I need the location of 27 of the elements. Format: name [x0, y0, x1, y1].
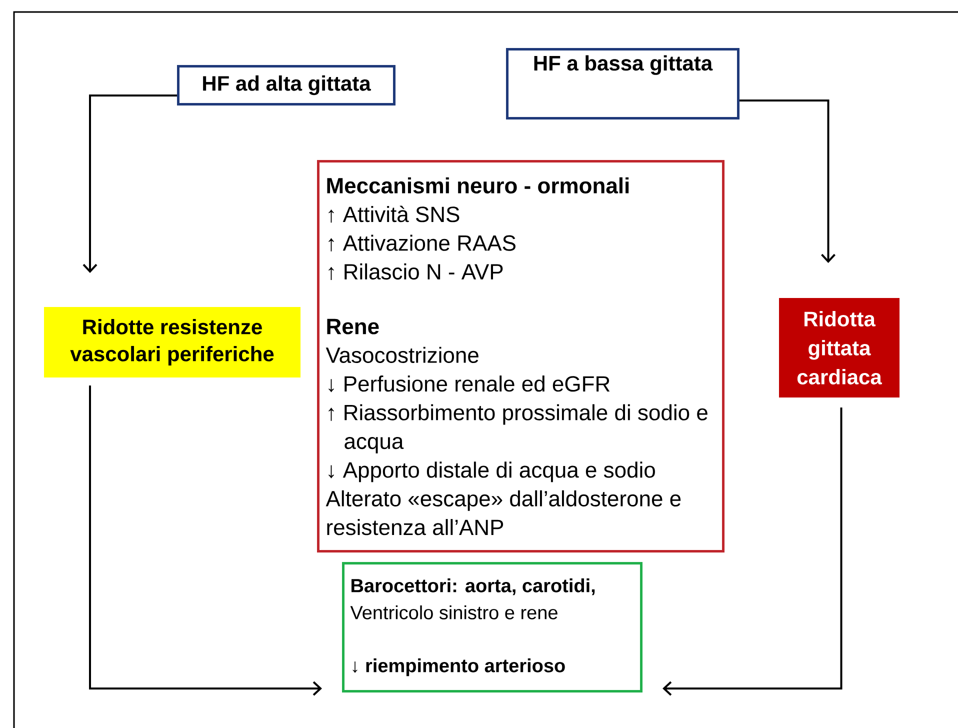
- arrow: [82, 94, 177, 273]
- arrow: [89, 386, 322, 696]
- highlight-box: [779, 298, 900, 398]
- heading: ↓ riempimento arterioso: [352, 658, 565, 676]
- text-line: ↑ Riassorbimento prossimale di sodio e acqua: [328, 404, 708, 454]
- text-line: ↑ Attività SNS: [328, 206, 460, 223]
- heading: Ridotte resistenze vascolari periferiche: [70, 318, 274, 366]
- heading: Barocettori: aorta, carotidi,: [352, 578, 595, 596]
- heading-box: [177, 65, 396, 106]
- heading: Ridotta gittata cardiaca: [797, 311, 882, 384]
- text-line: Vasocostrizione: [326, 346, 478, 363]
- heading: HF ad alta gittata: [203, 75, 371, 96]
- text-line: ↑ Attivazione RAAS: [328, 234, 516, 252]
- heading-box: [506, 48, 740, 120]
- text-line: ↑ Rilascio N - AVP: [328, 263, 503, 280]
- text-line: Ventricolo sinistro e rene: [350, 605, 558, 620]
- receptor-box: [342, 562, 642, 692]
- heading: HF a bassa gittata: [534, 55, 713, 75]
- heading: Meccanismi neuro - ormonali: [327, 177, 629, 194]
- highlight-box: [44, 307, 300, 378]
- arrow: [662, 408, 842, 696]
- text-line: Alterato «escape» dall’aldosterone e resistenza all’ANP: [326, 490, 681, 536]
- arrow: [740, 100, 836, 263]
- text-line: ↓ Apporto distale di acqua e sodio: [328, 462, 655, 482]
- text-line: ↓ Perfusione renale ed eGFR: [328, 376, 610, 392]
- heading: Rene: [327, 318, 379, 334]
- mechanism-box: [317, 160, 724, 552]
